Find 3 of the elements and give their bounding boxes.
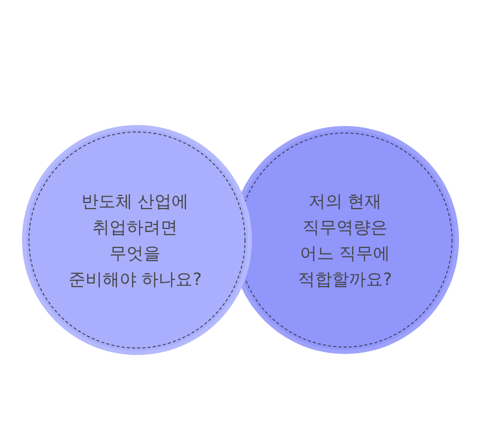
question-text: 반도체 산업에 취업하려면 무엇을 준비해야 하나요? (68, 191, 202, 292)
question-circle (22, 125, 252, 355)
question-text: 저의 현재 직무역량은 어느 직무에 적합할까요? (298, 191, 392, 292)
